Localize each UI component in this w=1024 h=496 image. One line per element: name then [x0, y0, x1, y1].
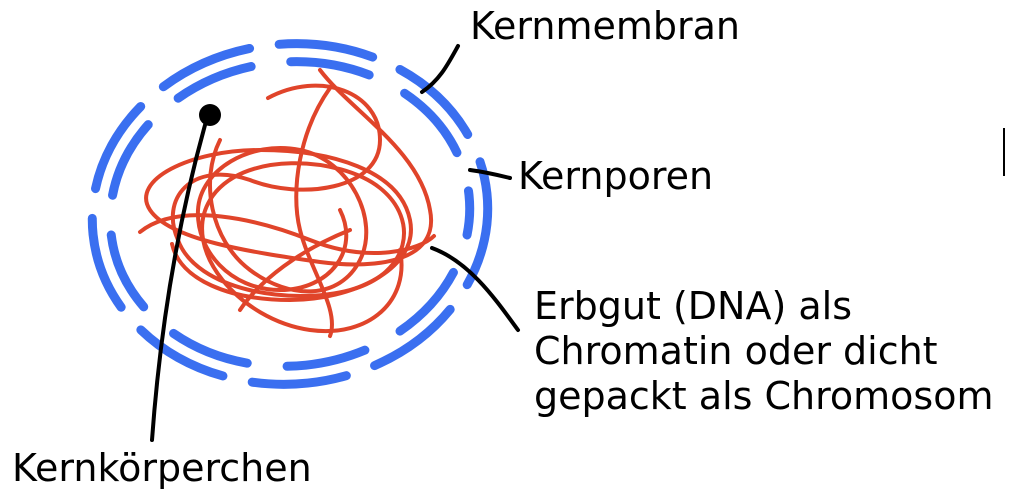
nucleolus-dot — [199, 104, 221, 126]
label-dna: Erbgut (DNA) als Chromatin oder dicht ge… — [534, 284, 994, 418]
label-dna-line1: Erbgut (DNA) als — [534, 284, 852, 328]
label-dna-line2: Chromatin oder dicht — [534, 328, 938, 373]
chromatin-strand — [195, 138, 369, 294]
text-cursor — [1003, 128, 1005, 176]
leader-lines — [150, 44, 520, 442]
label-nuclear-membrane: Kernmembran — [470, 4, 740, 48]
leader-line-membrane — [420, 44, 460, 94]
chromatin-tangle — [138, 68, 436, 338]
nuclear-membrane-inner — [105, 57, 475, 371]
label-dna-line3: gepackt als Chromosom — [534, 373, 994, 418]
nuclear-membrane-outer — [87, 39, 493, 389]
label-nuclear-pores: Kernporen — [518, 154, 714, 198]
label-nucleolus: Kernkörperchen — [12, 446, 312, 490]
leader-line-nucleolus — [150, 116, 209, 442]
nuclear-membrane — [87, 39, 493, 389]
chromatin-strand — [144, 68, 434, 302]
leader-line-pores — [468, 168, 512, 180]
leader-line-dna — [430, 246, 520, 332]
